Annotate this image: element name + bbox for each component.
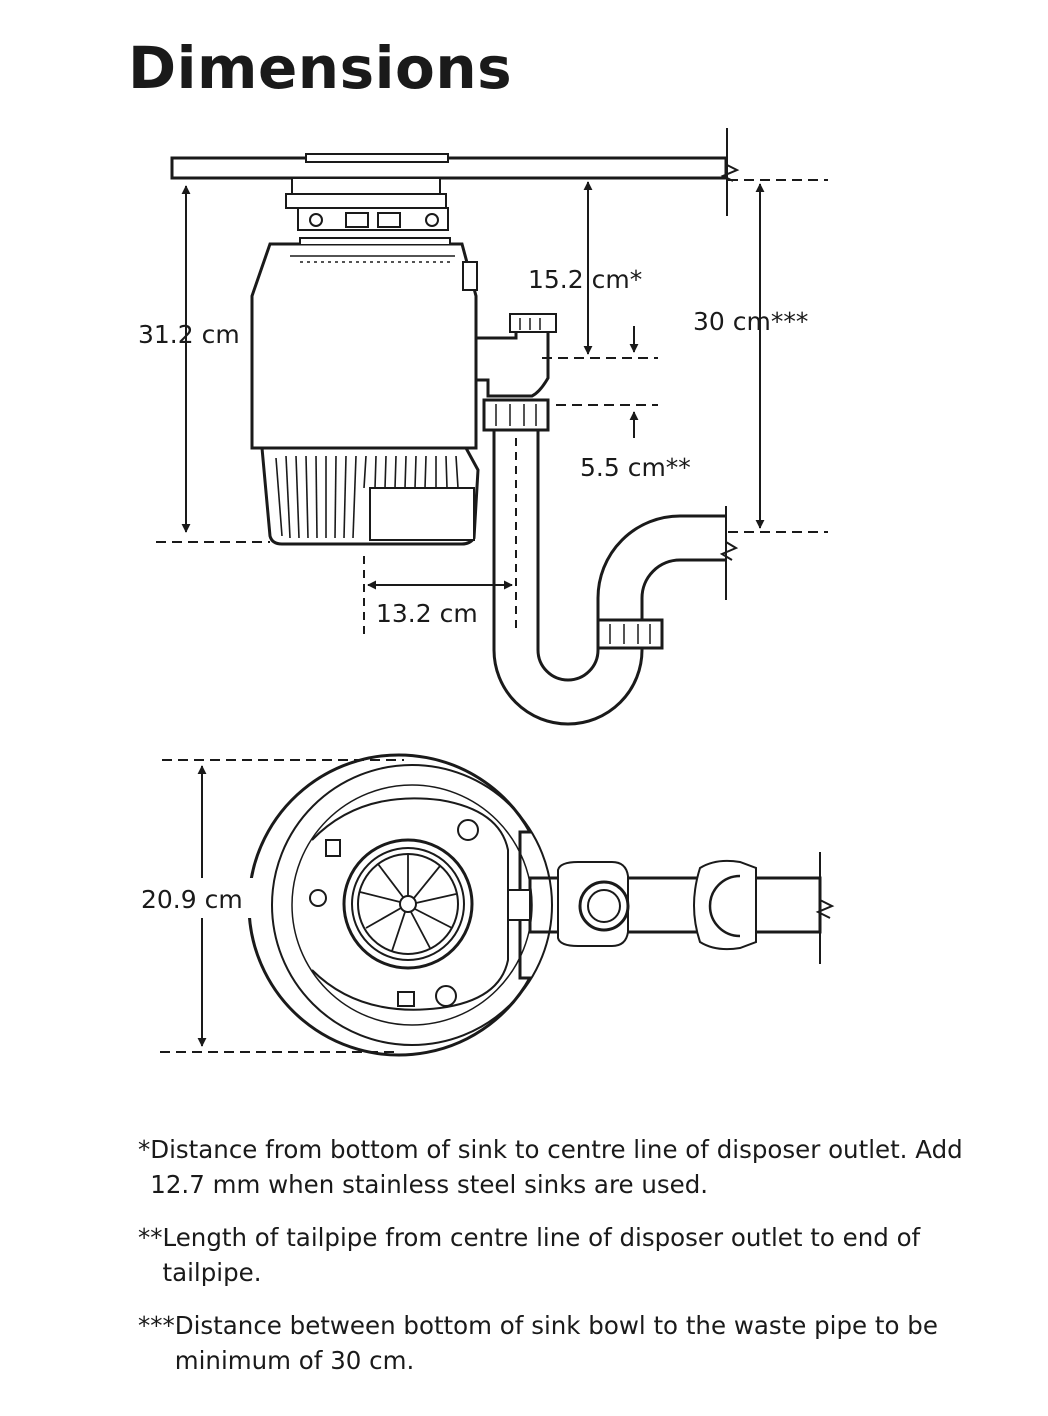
footnote-text: Distance from bottom of sink to centre l… <box>150 1135 963 1199</box>
footnote-1: * Distance from bottom of sink to centre… <box>138 1132 998 1202</box>
p-trap <box>492 430 644 726</box>
disposer-body <box>250 242 478 450</box>
mount-ring <box>291 177 441 195</box>
outlet-height-label: 15.2 cm* <box>528 265 642 294</box>
footnote-text: Length of tailpipe from centre line of d… <box>162 1223 921 1287</box>
grinder-hub <box>399 895 417 913</box>
page-title: Dimensions <box>128 34 513 102</box>
side-dimensions <box>156 179 828 634</box>
tailpipe-length-label: 5.5 cm** <box>580 453 691 482</box>
height-label: 31.2 cm <box>138 320 240 349</box>
tailpipe-nut <box>482 398 550 432</box>
outlet-offset-label: 13.2 cm <box>376 599 478 628</box>
dimension-diagram: 31.2 cm 15.2 cm* 30 cm*** 5.5 cm** 13.2 … <box>136 128 835 1057</box>
diameter-label: 20.9 cm <box>141 885 243 914</box>
footnote-2: ** Length of tailpipe from centre line o… <box>138 1220 998 1290</box>
waste-pipe-height-label: 30 cm*** <box>693 307 808 336</box>
footnote-3: *** Distance between bottom of sink bowl… <box>138 1308 998 1378</box>
footnote-mark: ** <box>138 1223 163 1252</box>
footnote-mark: * <box>138 1135 151 1164</box>
footnotes: * Distance from bottom of sink to centre… <box>138 1132 998 1396</box>
footnote-mark: *** <box>138 1311 175 1340</box>
top-view <box>247 753 835 1057</box>
trap-coupling <box>693 859 757 951</box>
trap-nut <box>596 618 664 650</box>
sink-flange <box>305 153 449 163</box>
footnote-text: Distance between bottom of sink bowl to … <box>174 1311 938 1375</box>
side-view <box>170 128 740 726</box>
outlet-elbow <box>474 328 550 398</box>
